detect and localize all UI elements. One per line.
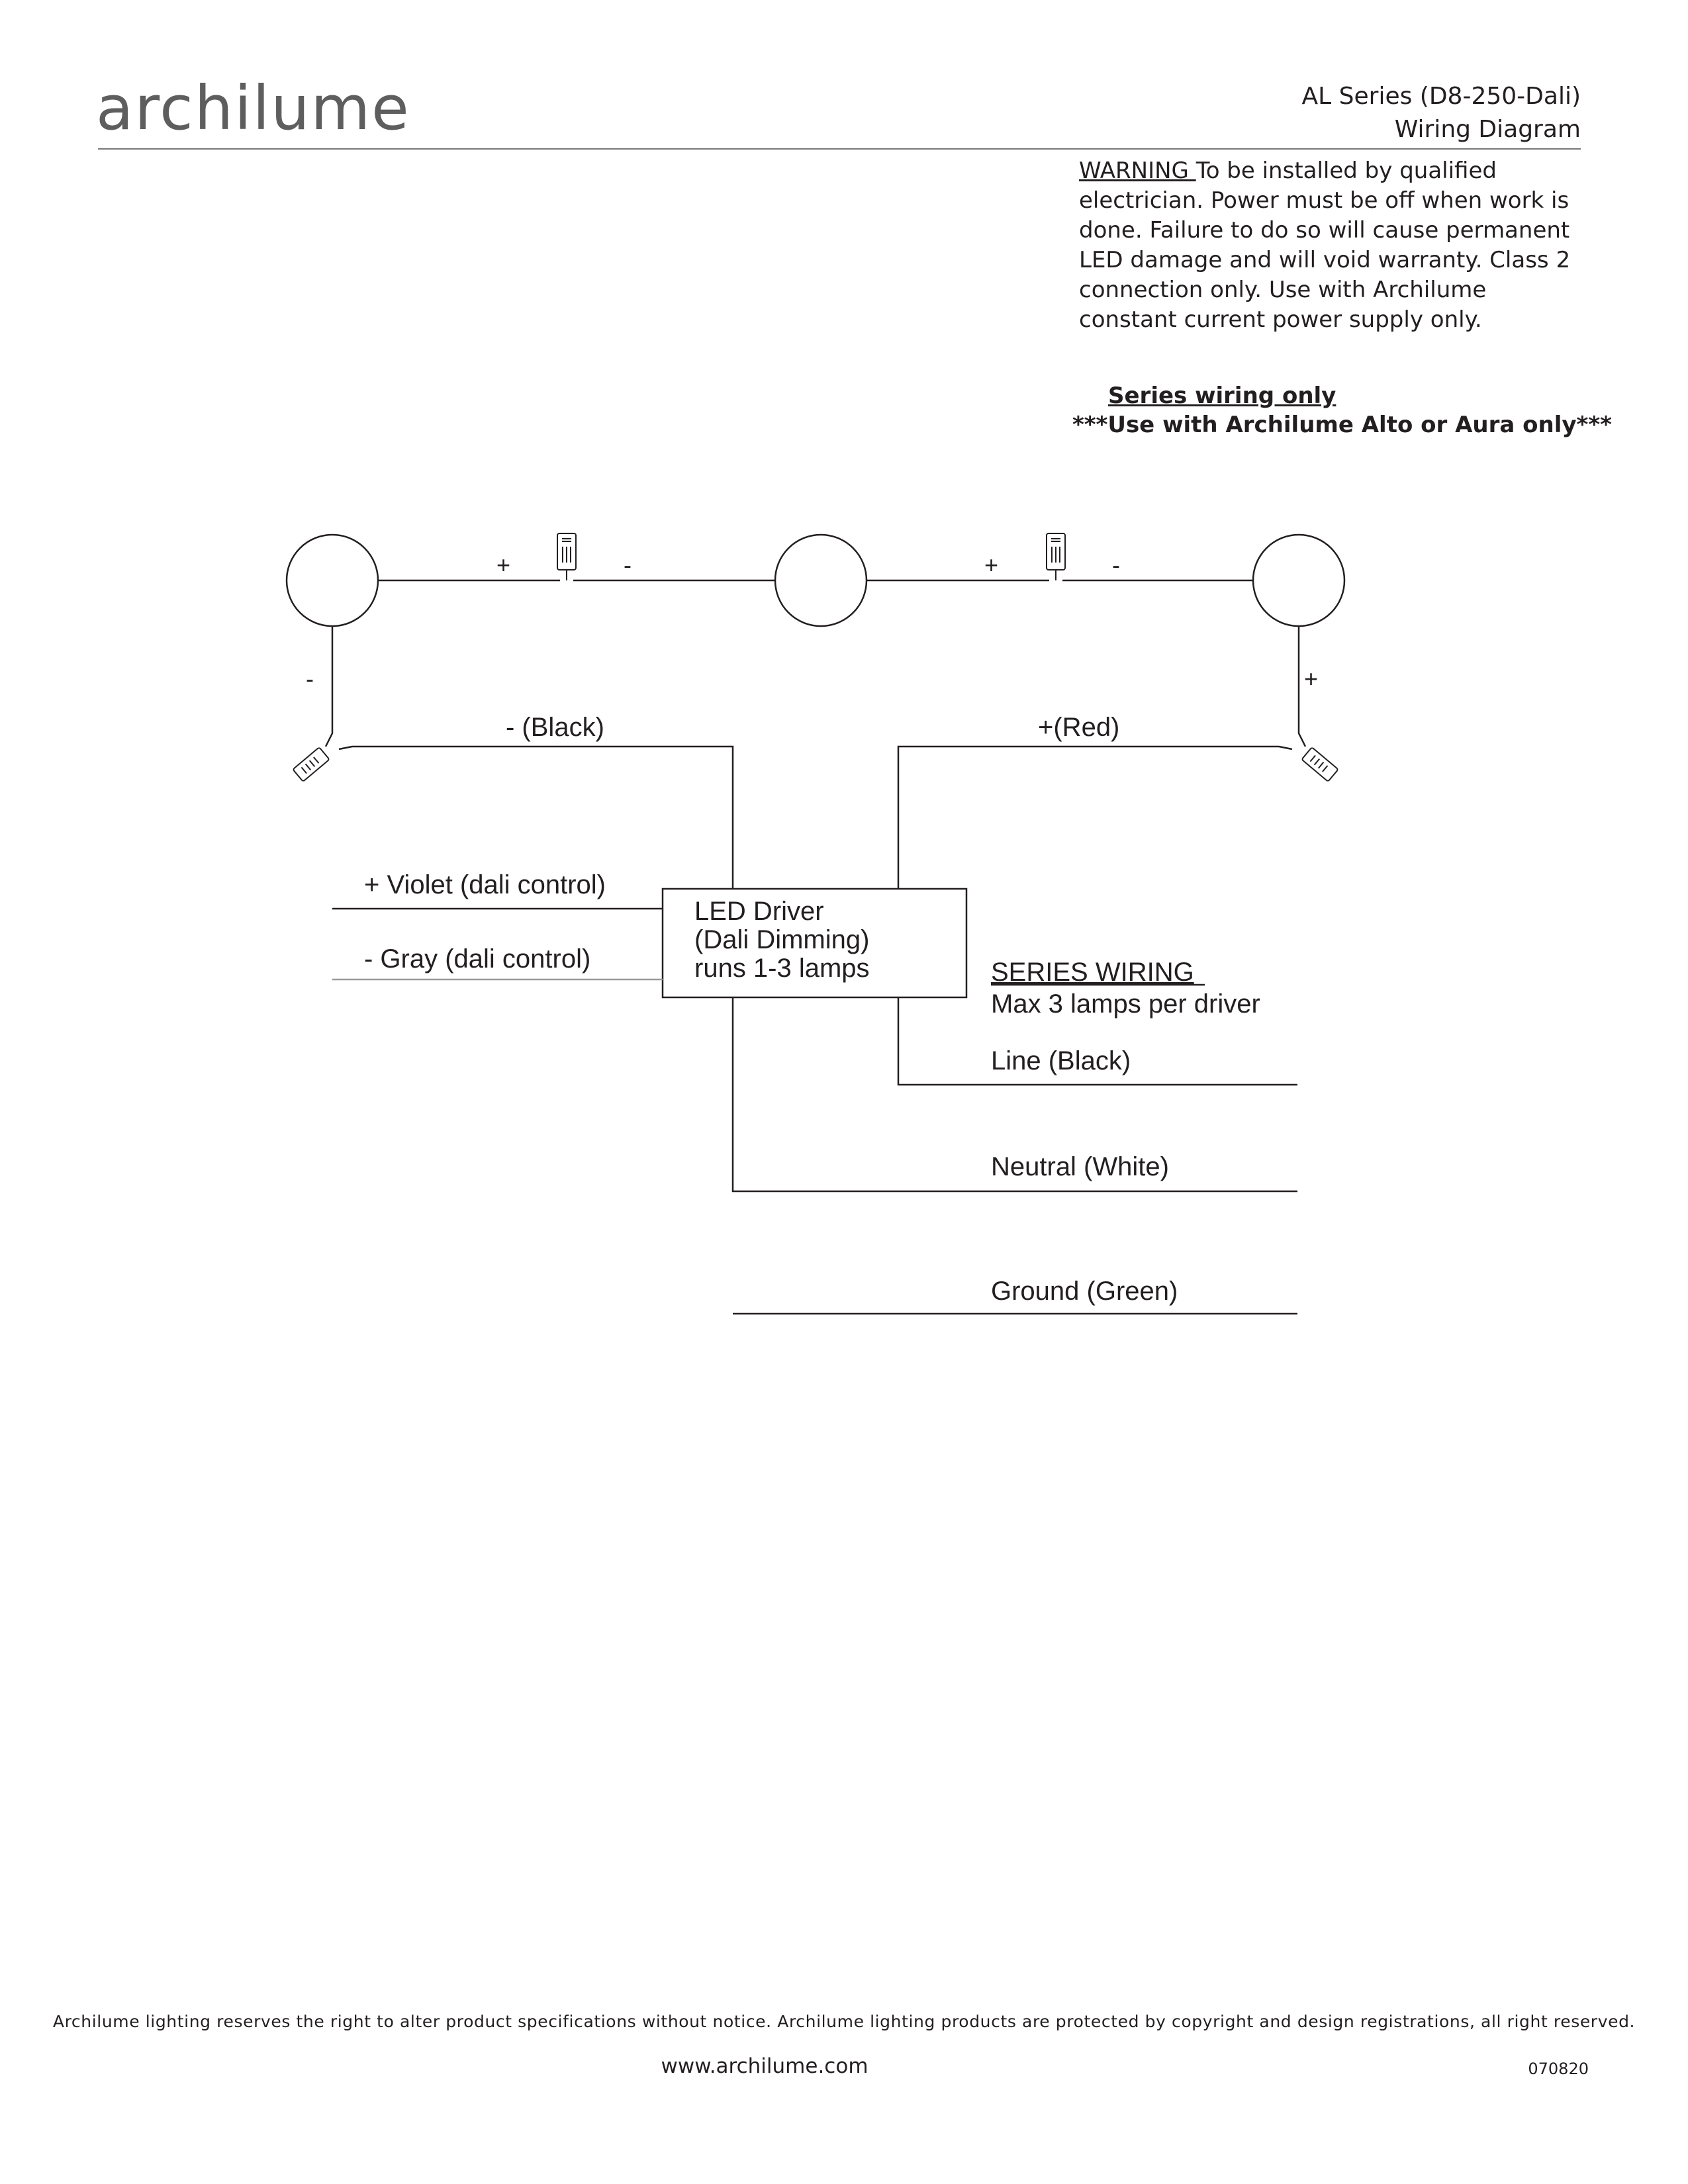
- inline-connector-icon: [557, 533, 577, 580]
- positive-red-wire: [897, 745, 1293, 889]
- line-black-wire: [897, 997, 1297, 1086]
- lamp-1-negative-lead: [324, 626, 334, 747]
- led-driver-box: [661, 887, 968, 999]
- end-connector-icon: [293, 747, 330, 782]
- series-wiring-heading: SERIES WIRING: [991, 958, 1194, 987]
- series-wiring-max-lamps: Max 3 lamps per driver: [991, 989, 1260, 1019]
- driver-label-line3: runs 1-3 lamps: [694, 954, 870, 983]
- website-link[interactable]: www.archilume.com: [661, 2054, 868, 2078]
- end-connector-icon: [1301, 747, 1338, 782]
- polarity-minus: -: [1112, 551, 1120, 578]
- neutral-white-wire: [731, 997, 1297, 1193]
- lamp-2: [774, 533, 868, 627]
- warning-text: To be installed by qualified electrician…: [1079, 158, 1571, 333]
- polarity-plus: +: [1304, 665, 1318, 692]
- line-black-label: Line (Black): [991, 1046, 1131, 1075]
- header-rule: [98, 148, 1581, 150]
- inline-connector-icon: [1046, 533, 1066, 580]
- warning-notice: WARNING To be installed by qualified ele…: [1079, 156, 1589, 335]
- negative-black-label: - (Black): [506, 713, 604, 742]
- driver-label-line1: LED Driver: [694, 897, 824, 926]
- neutral-white-label: Neutral (White): [991, 1152, 1169, 1181]
- gray-dali-label: - Gray (dali control): [364, 944, 590, 974]
- compatibility-note: ***Use with Archilume Alto or Aura only*…: [1072, 412, 1612, 438]
- warning-label: WARNING: [1079, 158, 1196, 184]
- lamp-3: [1252, 533, 1346, 627]
- polarity-plus: +: [496, 551, 510, 578]
- polarity-minus: -: [624, 551, 632, 578]
- violet-dali-label: + Violet (dali control): [364, 870, 606, 899]
- series-wiring-only-note: Series wiring only: [1108, 383, 1336, 409]
- document-title: Wiring Diagram: [1394, 116, 1581, 143]
- footer-disclaimer: Archilume lighting reserves the right to…: [52, 2012, 1636, 2031]
- polarity-minus: -: [306, 665, 314, 692]
- polarity-plus: +: [984, 551, 998, 578]
- document-code: 070820: [1528, 2060, 1589, 2078]
- negative-black-wire: [338, 745, 734, 889]
- positive-red-label: +(Red): [1038, 713, 1119, 742]
- archilume-logo: archilume: [96, 73, 410, 144]
- ground-green-label: Ground (Green): [991, 1277, 1178, 1306]
- driver-label-line2: (Dali Dimming): [694, 925, 869, 954]
- product-series-title: AL Series (D8-250-Dali): [1301, 83, 1581, 110]
- lamp-1: [285, 533, 379, 627]
- lamp-3-positive-lead: [1297, 626, 1307, 747]
